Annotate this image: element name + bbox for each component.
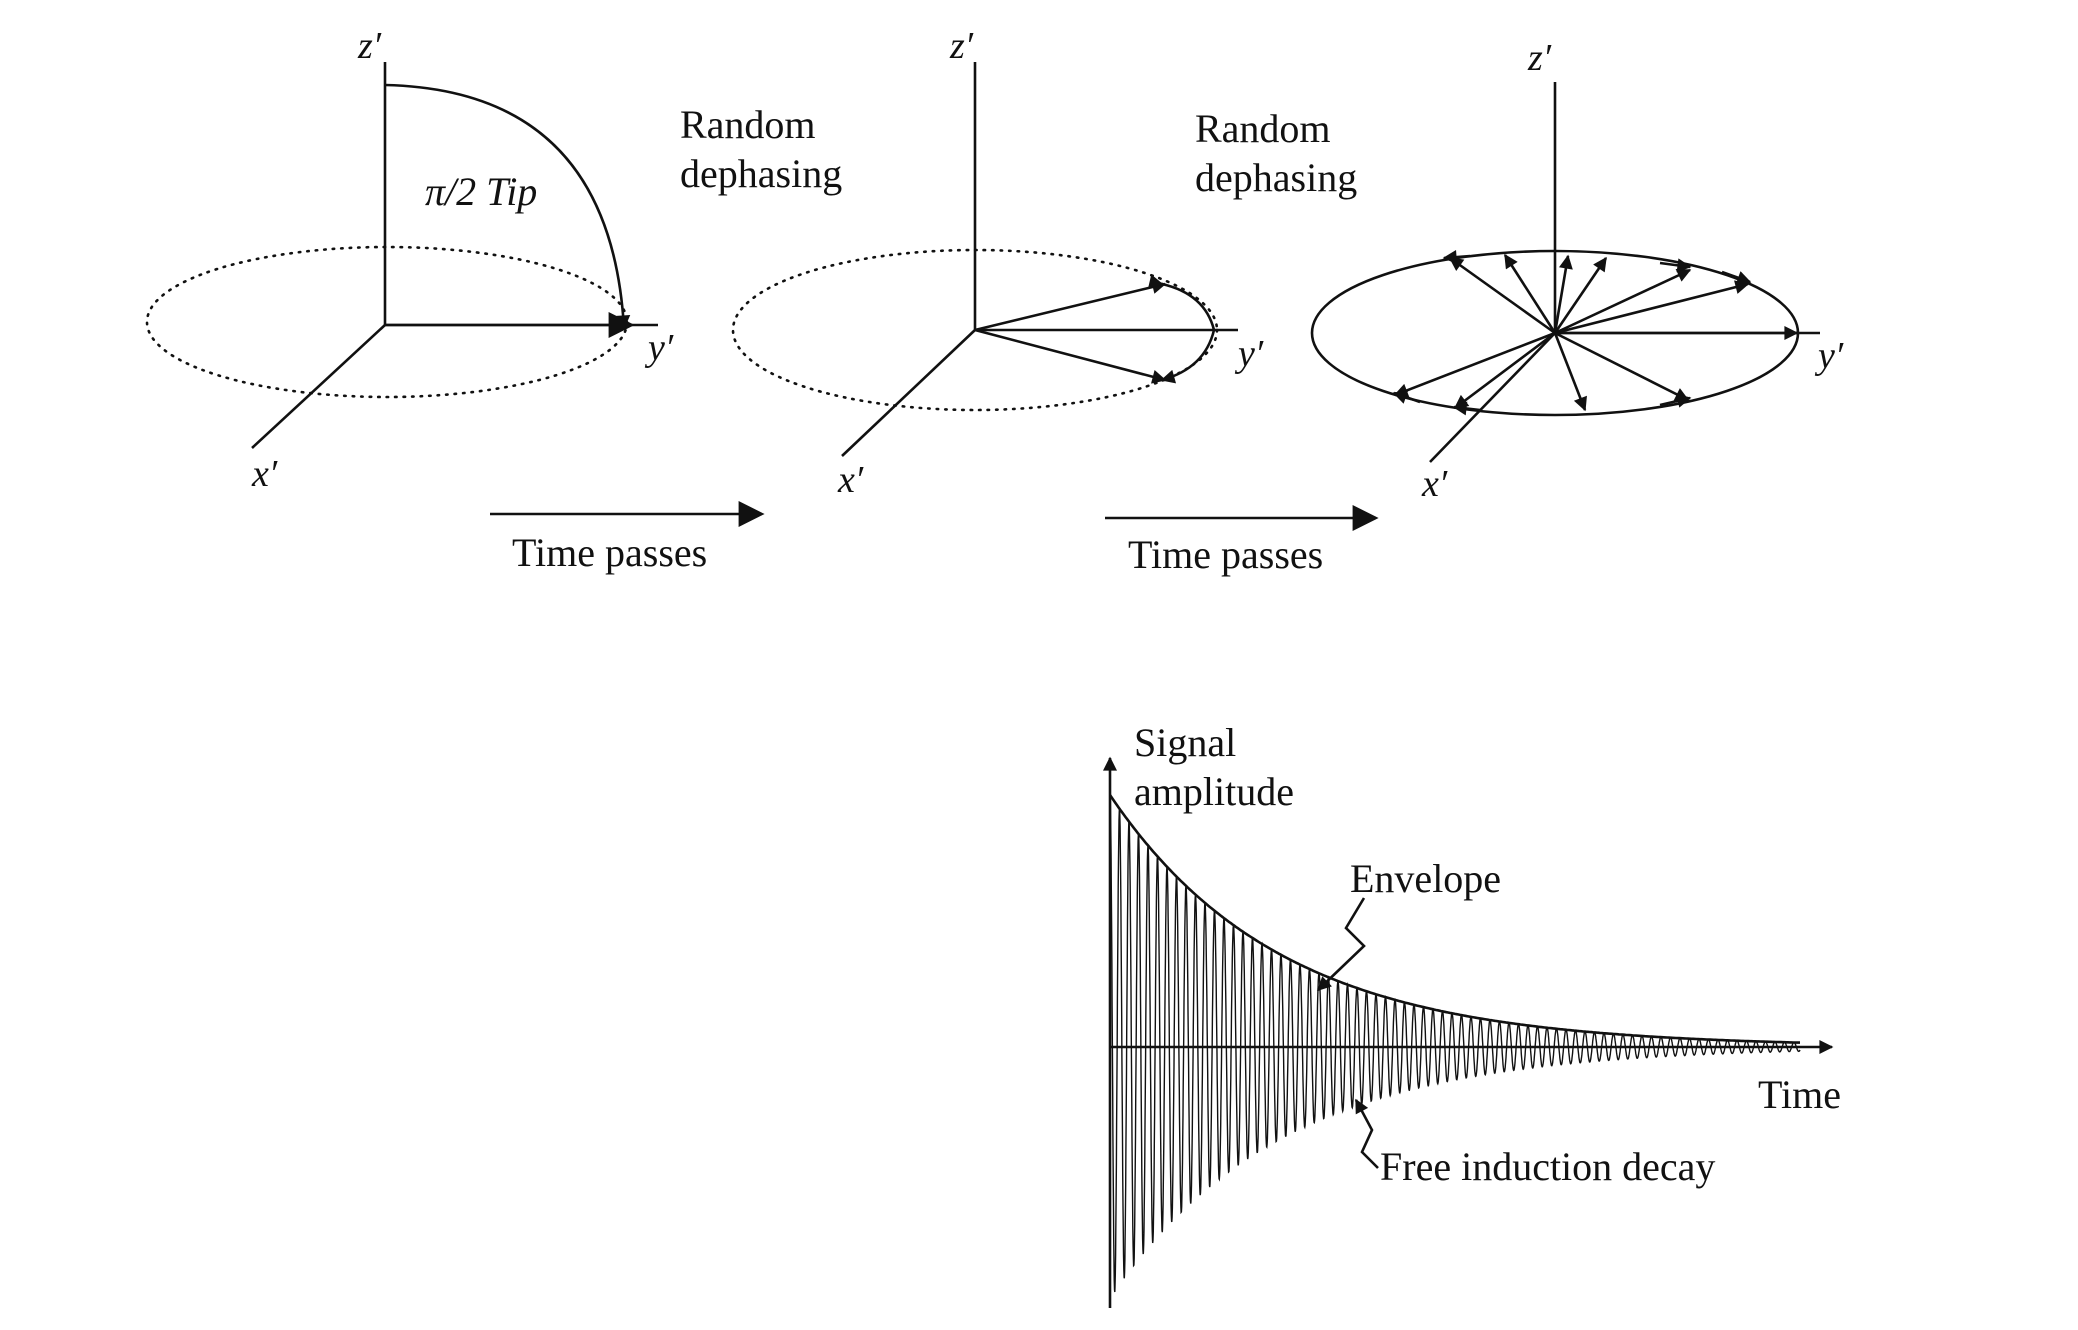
dephasing-label-line2: dephasing [680,151,842,196]
time-passes-label: Time passes [1128,532,1323,577]
transition-1: Random dephasing Time passes [490,102,842,575]
x-axis-label: x′ [837,459,864,501]
spin-vector-upper [974,280,1167,332]
precession-circle-dotted [145,245,629,399]
x-axis [841,329,976,457]
envelope-label: Envelope [1350,856,1501,901]
tip-label: π/2 Tip [425,169,537,214]
envelope-curve [1108,794,1800,1044]
spin-vector [1554,331,1690,402]
spin-vector [1393,331,1556,397]
x-axis-label: x′ [251,453,278,495]
tip-arc-arrow [384,83,631,330]
signal-amplitude-label-line2: amplitude [1134,769,1294,814]
dephasing-label-line1: Random [1195,106,1331,151]
y-axis-label: y′ [1814,335,1844,377]
y-axis-label: y′ [644,327,674,369]
spin-vector [1448,256,1556,335]
panel-1-tip: z′ y′ x′ π/2 Tip [145,25,674,495]
fid-label: Free induction decay [1380,1144,1715,1189]
dephasing-label-line2: dephasing [1195,155,1357,200]
spread-arc-lower [1160,329,1216,384]
spin-vector [1453,331,1556,410]
fid-signal-trace [1109,794,1801,1293]
spin-vector-fan [1393,253,1799,412]
x-axis [1429,332,1556,463]
panel-2-partial-dephasing: z′ y′ x′ [731,25,1264,501]
signal-amplitude-label-line1: Signal [1134,720,1236,765]
spin-vector [1553,332,1587,412]
panel-3-full-dephasing: z′ y′ x′ [1310,37,1844,505]
spin-vector [1503,253,1557,334]
fid-pointer [1354,1098,1379,1169]
fid-signal-plot: Signal amplitude Time Envelope Free indu… [1103,720,1841,1308]
z-axis-label: z′ [1527,37,1552,79]
y-axis-label: y′ [1234,333,1264,375]
fid-oscillation [1109,794,1801,1293]
time-axis-label: Time [1758,1072,1841,1117]
spin-vector [1554,268,1692,335]
spin-vector [1553,256,1608,334]
spread-arc-upper [1148,274,1216,331]
z-axis-label: z′ [357,25,382,67]
envelope-pointer [1316,897,1366,991]
z-axis-label: z′ [949,25,974,67]
spin-vector [1554,280,1750,335]
dephasing-label-line1: Random [680,102,816,147]
spin-vector-lower [974,328,1167,384]
time-passes-label: Time passes [512,530,707,575]
x-axis [251,324,386,449]
circle-direction-arrows [1392,250,1752,416]
transition-2: Random dephasing Time passes [1105,106,1379,577]
x-axis-label: x′ [1421,463,1448,505]
spin-vector [1553,254,1573,334]
